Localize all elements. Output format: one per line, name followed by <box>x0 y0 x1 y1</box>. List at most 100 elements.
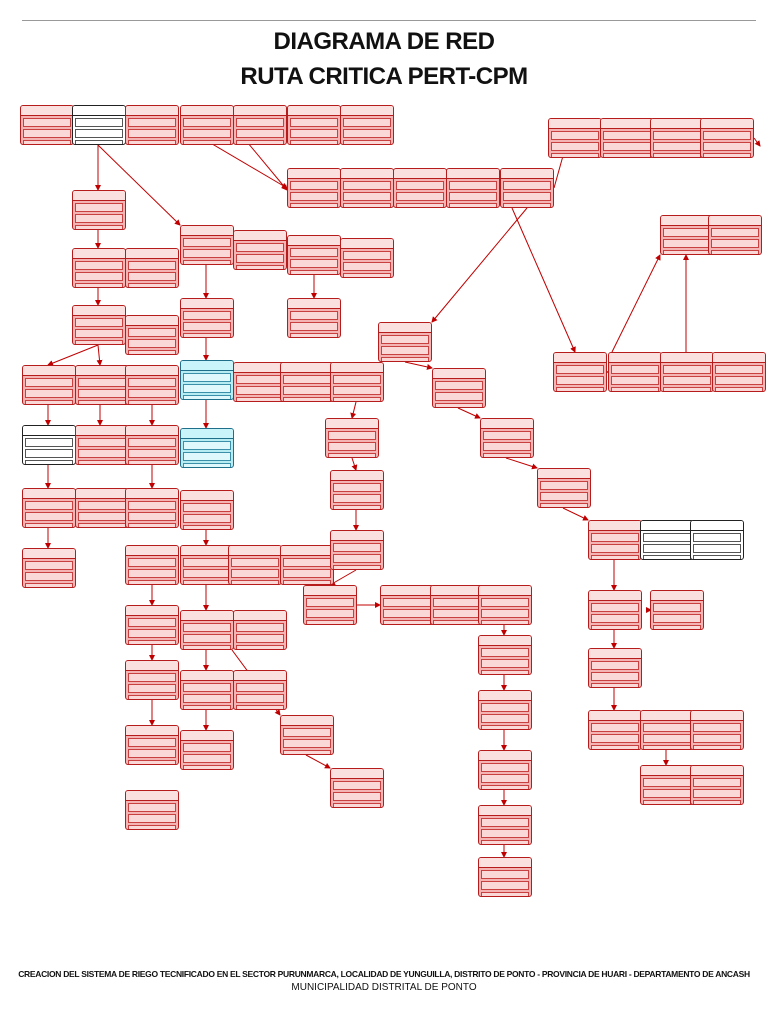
node-field-row <box>328 453 376 457</box>
node-header <box>661 353 713 363</box>
activity-node-critical <box>125 605 179 645</box>
node-field-row <box>433 598 481 607</box>
node-field-row <box>433 609 481 618</box>
node-field-row <box>396 192 444 201</box>
activity-node-critical <box>72 305 126 345</box>
activity-node-critical <box>180 610 234 650</box>
node-header <box>73 249 125 259</box>
node-field-row <box>183 694 231 703</box>
node-field-row <box>333 781 381 790</box>
node-field-row <box>236 375 284 384</box>
node-header <box>73 191 125 201</box>
node-field-row <box>78 501 126 510</box>
activity-node-critical <box>287 168 341 208</box>
node-header <box>126 249 178 259</box>
node-field-row <box>381 357 429 361</box>
node-header <box>641 521 693 531</box>
activity-node-critical <box>233 230 287 270</box>
node-field-row <box>283 386 331 395</box>
node-field-row <box>715 365 763 374</box>
activity-node-critical <box>75 365 129 405</box>
node-field-row <box>25 583 73 587</box>
node-field-row <box>128 569 176 578</box>
activity-node-critical <box>478 805 532 845</box>
node-field-row <box>183 322 231 331</box>
activity-node-critical <box>75 488 129 528</box>
dependency-arrow <box>611 254 661 353</box>
activity-node-noncritical <box>640 520 694 560</box>
node-field-row <box>183 743 231 752</box>
node-header <box>288 236 340 246</box>
node-header <box>651 119 703 129</box>
node-header <box>126 489 178 499</box>
node-field-row <box>283 750 331 754</box>
diagram-title: DIAGRAMA DE RED <box>273 28 495 55</box>
node-field-row <box>128 760 176 764</box>
node-header <box>709 216 761 226</box>
node-field-row <box>128 501 176 510</box>
node-field-row <box>183 463 231 467</box>
node-field-row <box>383 620 431 624</box>
node-field-row <box>25 501 73 510</box>
node-header <box>589 711 641 721</box>
node-field-row <box>643 533 691 542</box>
node-field-row <box>236 265 284 269</box>
activity-node-critical <box>303 585 357 625</box>
node-header <box>76 426 128 436</box>
node-header <box>181 299 233 309</box>
node-field-row <box>183 238 231 247</box>
node-field-row <box>643 745 691 749</box>
node-header <box>181 226 233 236</box>
activity-node-critical <box>72 190 126 230</box>
node-header <box>609 353 661 363</box>
node-field-row <box>643 734 691 743</box>
node-field-row <box>396 203 444 207</box>
dependency-arrow <box>431 207 528 323</box>
node-field-row <box>481 818 529 827</box>
node-field-row <box>183 441 231 450</box>
node-field-row <box>383 598 431 607</box>
node-field-row <box>503 203 551 207</box>
node-field-row <box>183 395 231 399</box>
activity-node-critical <box>180 490 234 530</box>
node-field-row <box>183 645 231 649</box>
dependency-arrow <box>305 754 331 769</box>
node-field-row <box>591 745 639 749</box>
node-field-row <box>78 438 126 447</box>
node-field-row <box>25 449 73 458</box>
node-header <box>288 169 340 179</box>
node-header <box>76 489 128 499</box>
node-field-row <box>183 754 231 763</box>
node-field-row <box>290 259 338 268</box>
node-field-row <box>25 572 73 581</box>
activity-node-critical <box>228 545 282 585</box>
activity-node-critical <box>588 648 642 688</box>
node-field-row <box>481 620 529 624</box>
node-field-row <box>383 609 431 618</box>
node-field-row <box>381 346 429 355</box>
activity-node-critical <box>650 590 704 630</box>
dependency-arrow <box>511 207 576 353</box>
activity-node-critical <box>690 710 744 750</box>
node-field-row <box>540 503 588 507</box>
node-field-row <box>540 492 588 501</box>
activity-node-critical <box>340 238 394 278</box>
node-header <box>447 169 499 179</box>
activity-node-critical <box>180 105 234 145</box>
node-field-row <box>183 118 231 127</box>
node-header <box>479 858 531 868</box>
node-field-row <box>653 131 701 140</box>
node-field-row <box>483 431 531 440</box>
node-field-row <box>693 723 741 732</box>
dependency-arrow <box>329 569 357 586</box>
activity-node-critical <box>125 425 179 465</box>
node-field-row <box>333 386 381 395</box>
node-field-row <box>481 659 529 668</box>
node-field-row <box>306 609 354 618</box>
node-header <box>73 106 125 116</box>
node-header <box>554 353 606 363</box>
node-field-row <box>483 453 531 457</box>
node-field-row <box>236 118 284 127</box>
node-field-row <box>591 683 639 687</box>
node-field-row <box>236 129 284 138</box>
